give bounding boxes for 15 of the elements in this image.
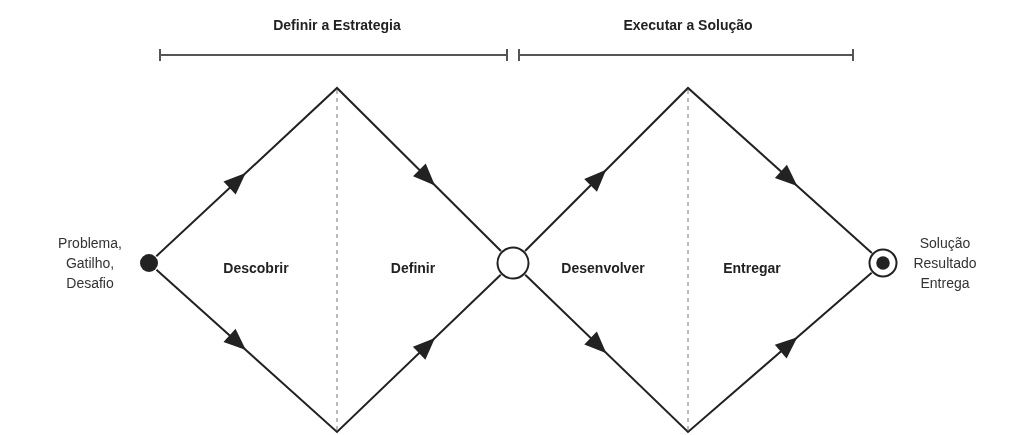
- arrow: [155, 268, 502, 434]
- arrow: [524, 271, 873, 434]
- end-target-circle: [868, 248, 898, 278]
- phase-heading: Definir a Estrategia: [273, 17, 401, 33]
- start-dot: [139, 253, 159, 273]
- arrow: [524, 86, 873, 254]
- phase-heading: Executar a Solução: [623, 17, 753, 33]
- stage-label: Descobrir: [223, 260, 289, 276]
- node-caption: Problema, Gatilho, Desafio: [57, 234, 123, 293]
- node-caption: Solução Resultado Entrega: [912, 234, 978, 293]
- junction-circle: [496, 246, 530, 280]
- stage-label: Desenvolver: [561, 260, 645, 276]
- arrow: [155, 86, 502, 258]
- stage-label: Definir: [390, 260, 436, 276]
- stage-label: Entregar: [723, 260, 781, 276]
